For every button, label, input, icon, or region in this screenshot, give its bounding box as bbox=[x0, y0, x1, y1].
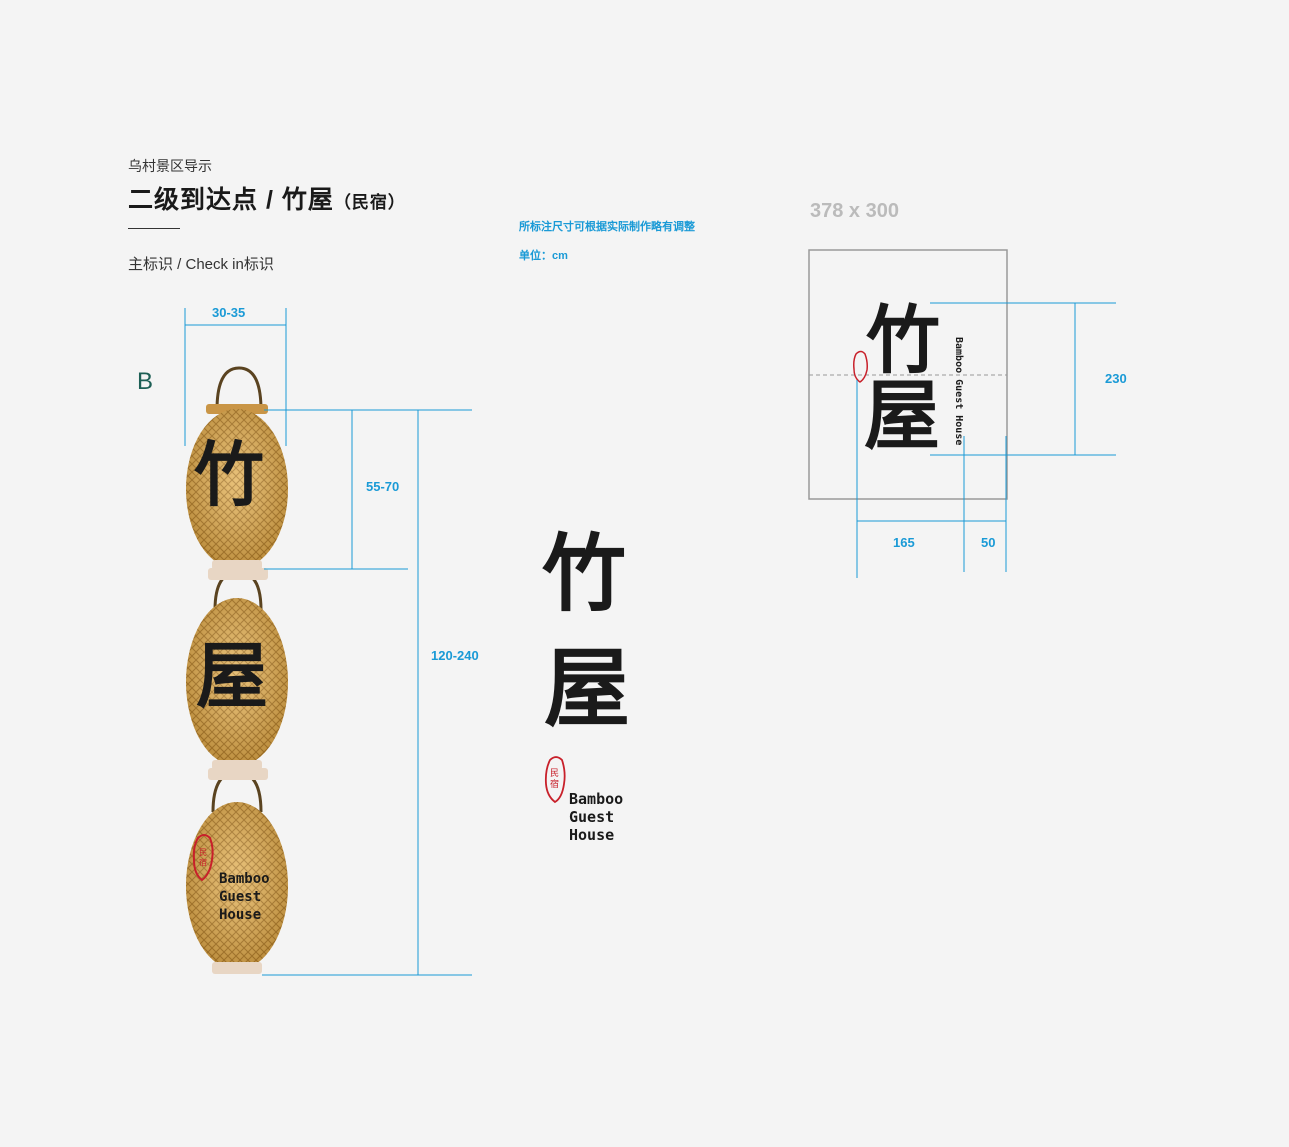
panel-size-label: 378 x 300 bbox=[810, 200, 899, 222]
logo-seal-icon bbox=[544, 756, 566, 804]
title-suffix: （民宿） bbox=[333, 193, 406, 212]
dim-width bbox=[184, 308, 287, 446]
title-main: 二级到达点 / 竹屋 bbox=[128, 186, 334, 214]
lantern-3-seal: 民宿 bbox=[199, 848, 207, 867]
lantern-1-char: 竹 bbox=[194, 433, 264, 516]
panel-width-right-label: 50 bbox=[981, 535, 996, 550]
logo-english: Bamboo Guest House bbox=[569, 790, 624, 844]
logo-char-2: 屋 bbox=[544, 638, 630, 739]
dim-total-height bbox=[262, 410, 472, 976]
sign-type-label: 主标识 / Check in标识 bbox=[128, 256, 274, 273]
panel-char-2: 屋 bbox=[864, 371, 940, 460]
dim-width-label: 30-35 bbox=[212, 305, 246, 320]
dim-lantern-height-label: 55-70 bbox=[366, 479, 400, 494]
panel-seal-icon bbox=[853, 350, 868, 383]
dim-lantern-height bbox=[264, 409, 472, 570]
lantern-3-english: Bamboo Guest House bbox=[219, 871, 270, 923]
logo-char-1: 竹 bbox=[542, 524, 627, 623]
panel-vertical-english: Bamboo Guest House bbox=[953, 337, 964, 446]
lantern-2-char: 屋 bbox=[196, 633, 269, 718]
lantern-1 bbox=[186, 366, 288, 570]
lantern-3 bbox=[186, 768, 288, 974]
variant-letter: B bbox=[137, 368, 154, 395]
header-subtitle: 乌村景区导示 bbox=[128, 158, 212, 174]
adjust-note: 所标注尺寸可根据实际制作略有调整 bbox=[519, 221, 695, 233]
panel-char-1: 竹 bbox=[866, 298, 940, 384]
lantern-2 bbox=[186, 568, 288, 770]
dim-total-height-label: 120-240 bbox=[431, 648, 479, 663]
unit-note: 单位：cm bbox=[519, 250, 568, 262]
sign-panel bbox=[808, 249, 1008, 500]
logo-seal-text: 民宿 bbox=[550, 768, 560, 789]
title-divider bbox=[128, 228, 180, 229]
panel-height-label: 230 bbox=[1105, 371, 1127, 386]
lantern-seal-icon bbox=[192, 834, 214, 882]
page-title: 二级到达点 / 竹屋（民宿） bbox=[128, 180, 406, 216]
panel-width-left-label: 165 bbox=[893, 535, 915, 550]
panel-dimensions bbox=[856, 302, 1116, 578]
